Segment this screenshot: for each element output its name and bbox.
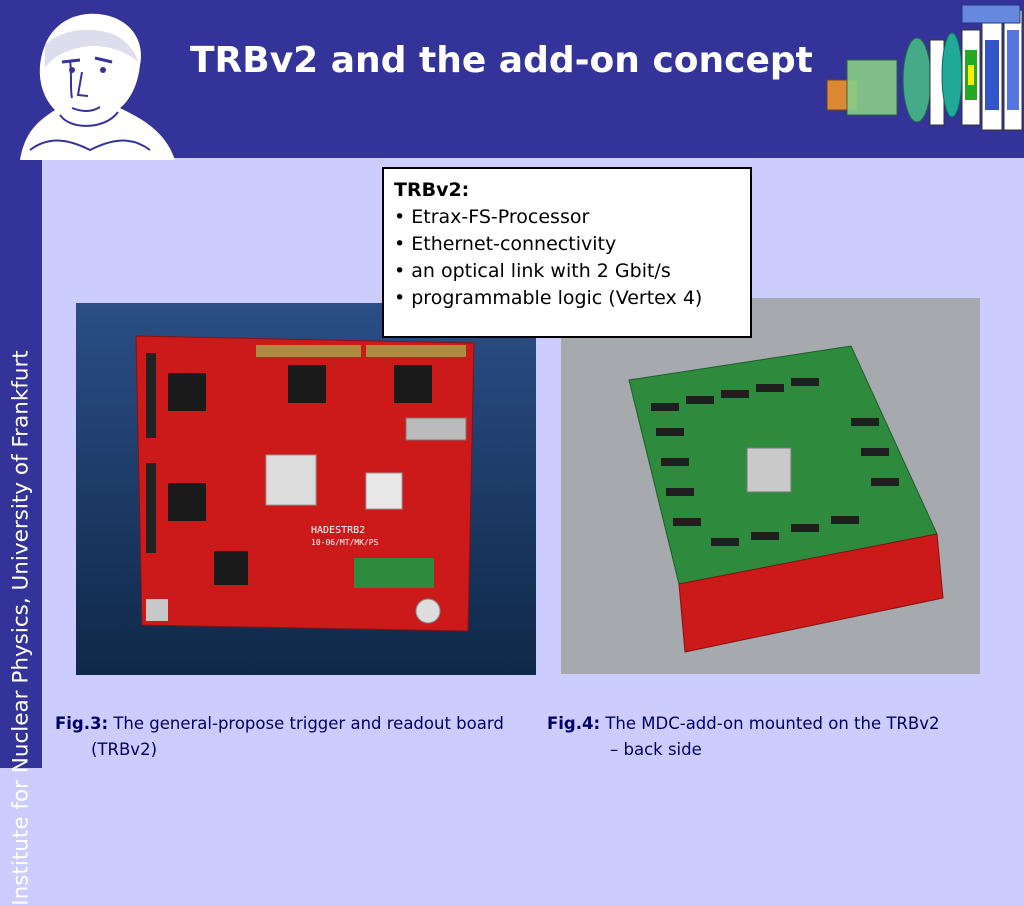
- info-bullet: • Ethernet-connectivity: [394, 233, 617, 255]
- fig3-text: The general-propose trigger and readout …: [113, 714, 504, 733]
- info-box-heading: TRBv2:: [394, 179, 470, 201]
- trbv2-info-box: TRBv2: • Etrax-FS-Processor • Ethernet-c…: [382, 167, 752, 338]
- figure-4-caption: Fig.4: The MDC-add-on mounted on the TRB…: [547, 711, 987, 763]
- board-name-label: HADESTRB2: [311, 525, 365, 536]
- university-logo: [20, 13, 175, 160]
- figure-3-caption: Fig.3: The general-propose trigger and r…: [55, 711, 540, 763]
- fig3-label: Fig.3:: [55, 714, 109, 733]
- slide-title: TRBv2 and the add-on concept: [190, 40, 813, 81]
- fig3-text-line2: (TRBv2): [91, 740, 157, 759]
- institute-label: Institute for Nuclear Physics, Universit…: [8, 350, 34, 906]
- mdc-addon-photo: [561, 298, 980, 674]
- info-bullet: • an optical link with 2 Gbit/s: [394, 260, 671, 282]
- fig4-label: Fig.4:: [547, 714, 601, 733]
- info-bullet: • Etrax-FS-Processor: [394, 206, 590, 228]
- detector-illustration: [826, 4, 1023, 131]
- info-bullet: • programmable logic (Vertex 4): [394, 287, 703, 309]
- board-sub-label: 10-06/MT/MK/PS: [311, 538, 379, 547]
- fig4-text-line2: – back side: [610, 740, 702, 759]
- trbv2-board-photo: HADESTRB2 10-06/MT/MK/PS: [76, 303, 536, 675]
- sidebar-bar: Institute for Nuclear Physics, Universit…: [0, 158, 42, 906]
- fig4-text: The MDC-add-on mounted on the TRBv2: [605, 714, 940, 733]
